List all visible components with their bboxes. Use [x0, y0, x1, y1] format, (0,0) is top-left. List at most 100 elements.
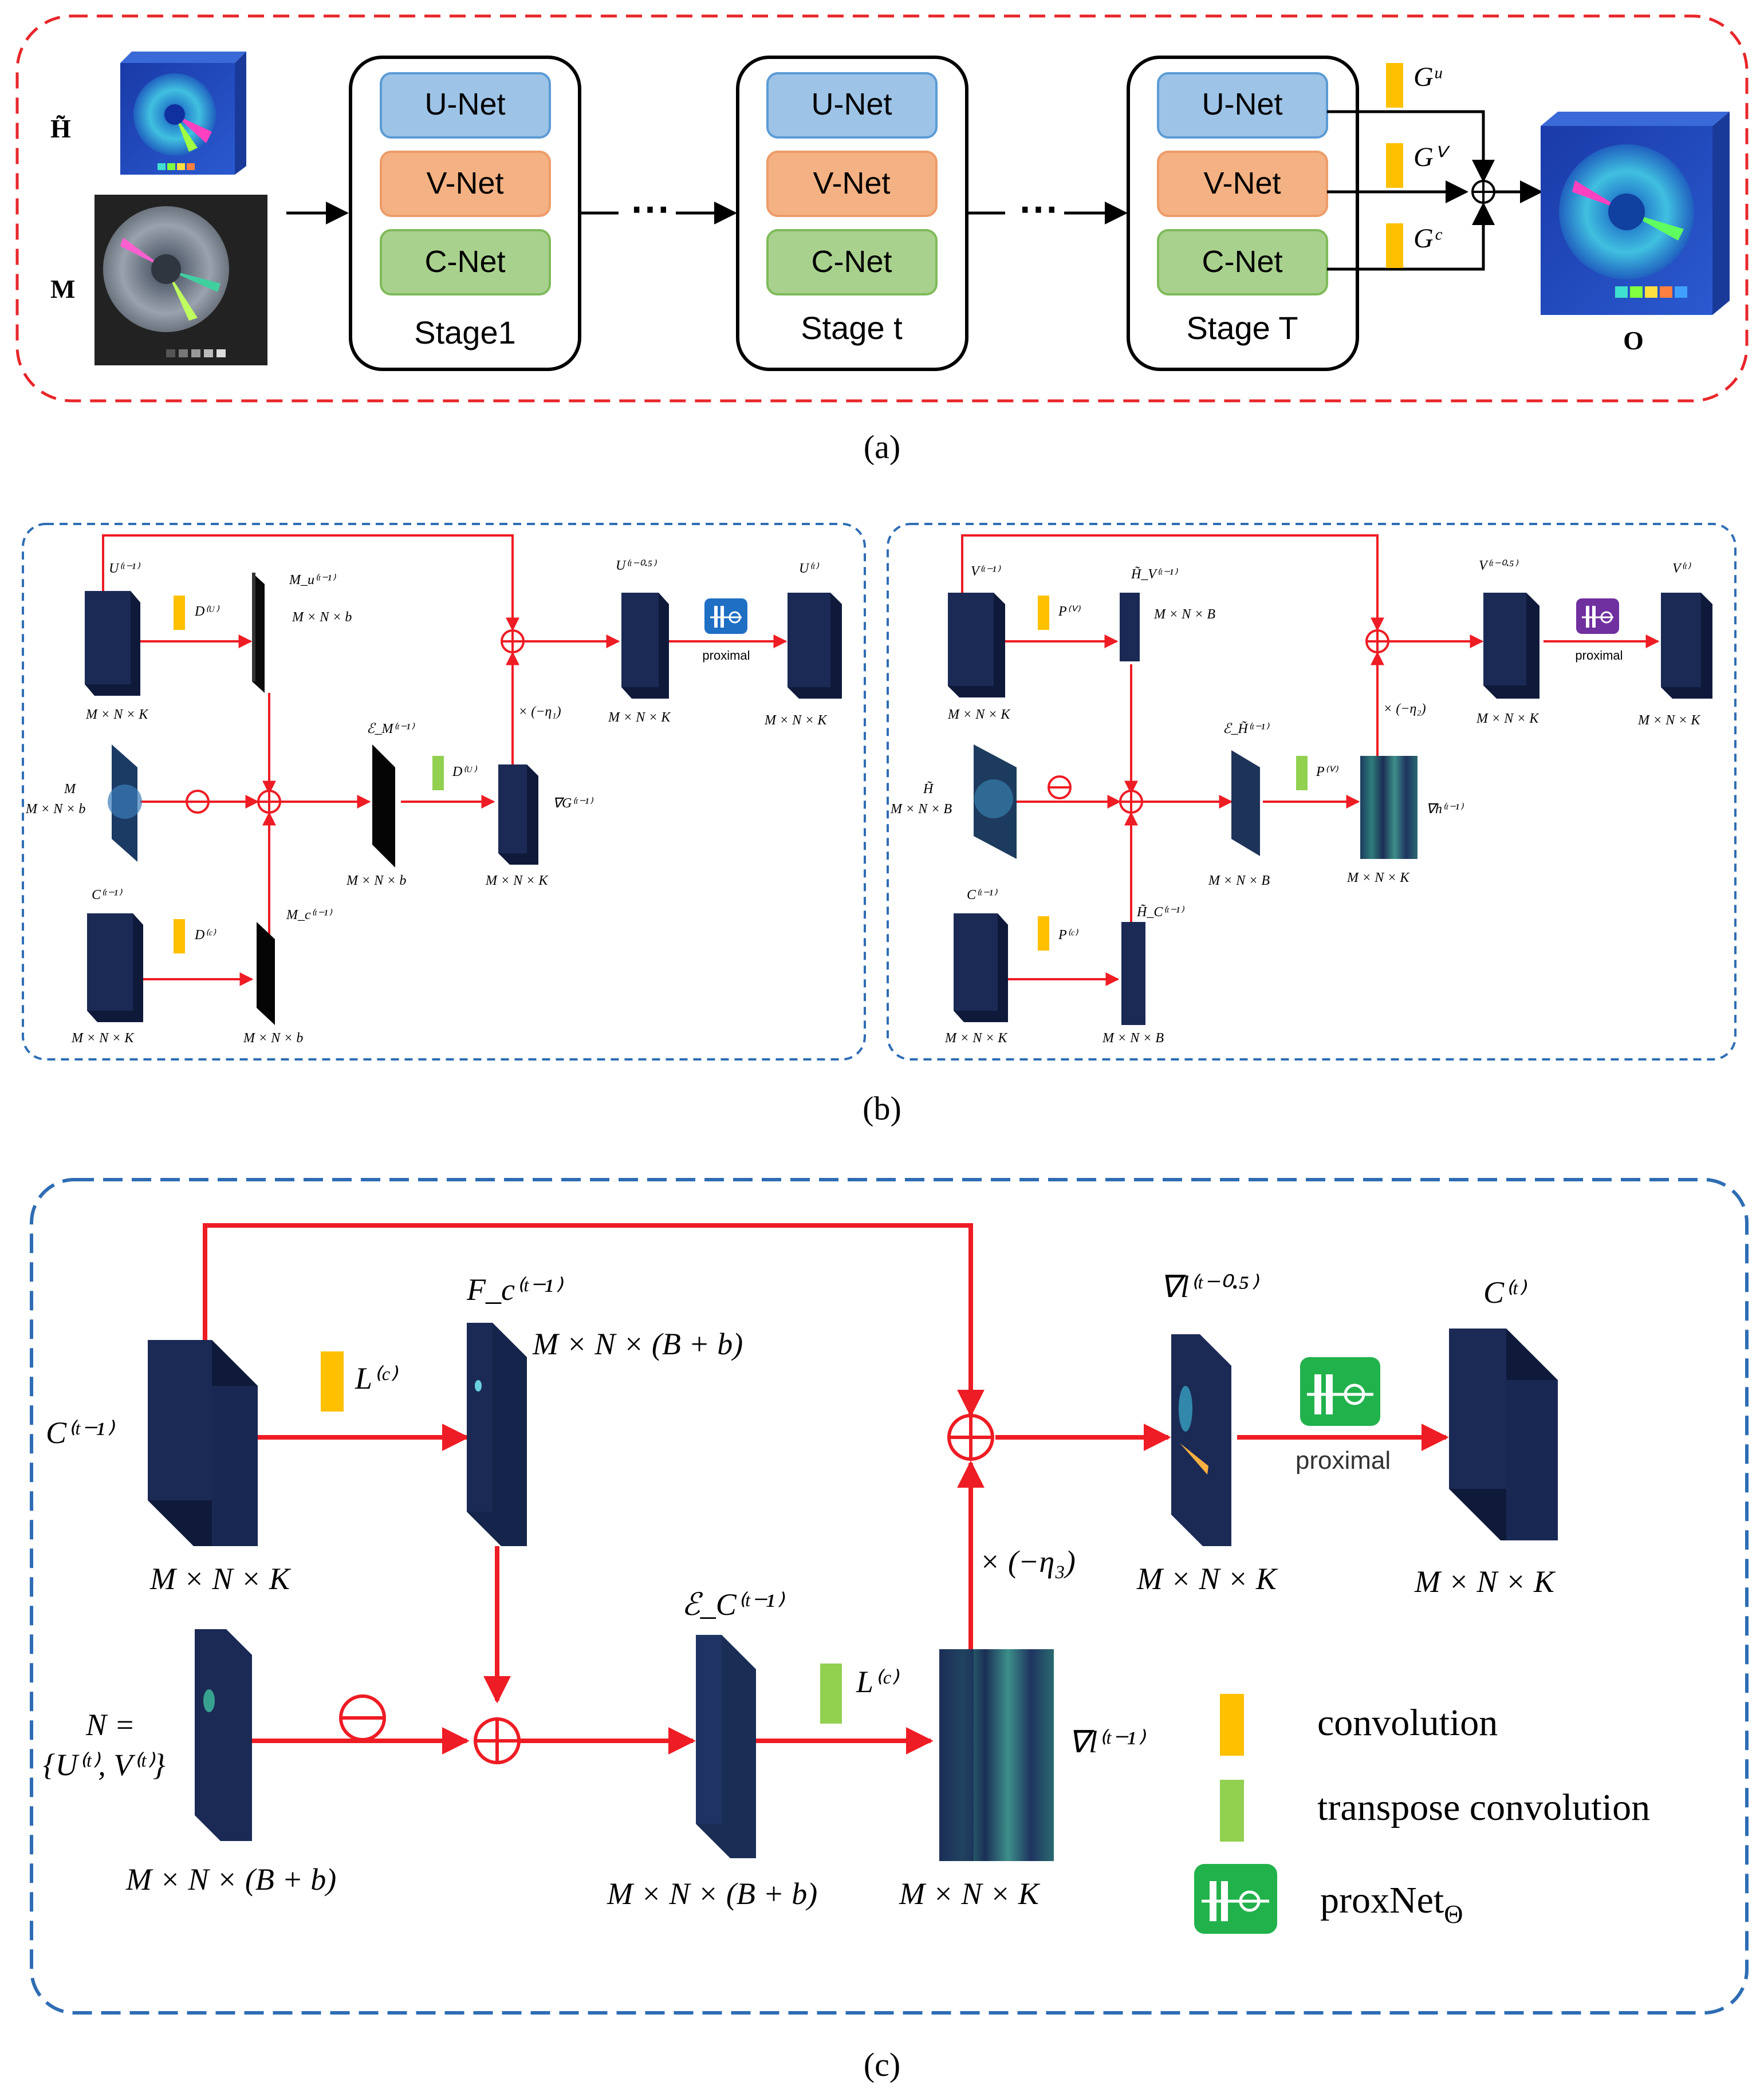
label-p-v: P⁽ⱽ⁾ — [1058, 604, 1081, 619]
map-h-v — [1120, 593, 1140, 661]
ellipsis-2: ⋯ — [1018, 186, 1058, 231]
label-l-c-t: L⁽ᶜ⁾ — [856, 1665, 899, 1699]
stage-1-vnet — [380, 151, 551, 217]
panel-c-labels: C⁽ᵗ⁻¹⁾ M × N × K L⁽ᶜ⁾ F_c⁽ᵗ⁻¹⁾ M × N × (… — [43, 1270, 1556, 1911]
label-eps-c: ℰ_C⁽ᵗ⁻¹⁾ — [682, 1587, 785, 1622]
panel-b-right-lines — [961, 534, 1660, 986]
cube-u-half — [621, 593, 669, 699]
gain-u-label: Gᵘ — [1413, 62, 1443, 92]
label-grad-g-dim: M × N × K — [485, 873, 549, 888]
stage-1-cnet-label: C-Net — [424, 245, 505, 279]
label-grad-h: ∇h⁽ᵗ⁻¹⁾ — [1426, 802, 1464, 817]
label-m-u-dim: M × N × b — [292, 610, 352, 625]
stage-1-vnet-label: V-Net — [426, 166, 503, 200]
panel-b-left-lines — [102, 534, 788, 986]
label-eps-m: ℰ_M⁽ᵗ⁻¹⁾ — [367, 722, 415, 736]
tconv-l-c — [820, 1664, 842, 1724]
label-v-t: V⁽ᵗ⁾ — [1672, 561, 1691, 576]
label-n-1: N = — [85, 1708, 135, 1742]
label-proximal-c: proximal — [1296, 1446, 1391, 1475]
label-grad-l-dim: M × N × K — [899, 1877, 1041, 1911]
label-eps-m-dim: M × N × b — [346, 873, 406, 888]
label-u-t-dim: M × N × K — [764, 713, 828, 728]
label-u-prev: U⁽ᵗ⁻¹⁾ — [109, 561, 140, 576]
label-n-2: {U⁽ᵗ⁾, V⁽ᵗ⁾} — [43, 1748, 166, 1782]
label-p-v-t: P⁽ⱽ⁾ — [1316, 764, 1338, 779]
conv-p-c — [1038, 916, 1049, 951]
label-eps-h: ℰ_H̃⁽ᵗ⁻¹⁾ — [1223, 721, 1270, 736]
legend-conv-swatch — [1220, 1694, 1244, 1756]
label-c-t: C⁽ᵗ⁾ — [1483, 1275, 1527, 1310]
cube-m-in — [108, 744, 142, 862]
cube-c-prev-b — [954, 913, 1008, 1022]
label-eta-1: × (−η₁) — [518, 704, 561, 719]
map-f-c — [467, 1323, 527, 1546]
cube-v-t — [1661, 593, 1712, 699]
label-c-prev-dim: M × N × K — [71, 1031, 135, 1046]
panel-c-lines — [203, 1223, 1449, 1755]
stage-1: U-Net V-Net C-Net Stage1 — [349, 56, 581, 371]
label-c-prev-b: C⁽ᵗ⁻¹⁾ — [967, 888, 998, 902]
legend-tconv-label: transpose convolution — [1317, 1787, 1650, 1828]
stage-T-unet-label: U-Net — [1202, 87, 1282, 121]
map-m-u — [252, 573, 265, 693]
panel-b: U⁽ᵗ⁻¹⁾ M × N × K D⁽ᵁ⁾ M_u⁽ᵗ⁻¹⁾ M × N × b… — [22, 523, 1737, 1061]
stage-T-vnet-label: V-Net — [1203, 166, 1281, 200]
cube-u-prev — [85, 591, 140, 696]
label-m-u: M_u⁽ᵗ⁻¹⁾ — [289, 573, 336, 588]
stage-t-unet-label: U-Net — [811, 87, 892, 121]
output-label: O — [1623, 326, 1644, 355]
stage-t-cnet — [766, 229, 938, 295]
fusion-lines — [1327, 110, 1543, 271]
label-proximal-b-left: proximal — [702, 648, 750, 663]
gain-v-conv — [1386, 143, 1403, 188]
caption-b: (b) — [863, 1090, 901, 1127]
label-grad-half-dim: M × N × K — [1136, 1562, 1278, 1596]
stage-T-vnet — [1157, 151, 1328, 217]
label-grad-h-dim: M × N × K — [1346, 870, 1410, 885]
label-m-in-dim: M × N × b — [25, 802, 85, 817]
input-m-image — [94, 195, 267, 365]
stage-t-name: Stage t — [801, 310, 903, 346]
label-u-prev-dim: M × N × K — [85, 707, 149, 722]
label-c-prev-b-dim: M × N × K — [944, 1031, 1008, 1046]
label-c-prev-c: C⁽ᵗ⁻¹⁾ — [46, 1416, 115, 1450]
map-eps-c — [696, 1635, 756, 1858]
cube-grad-l — [939, 1649, 1054, 1861]
stage-t-vnet — [766, 151, 938, 217]
label-d-c: D⁽ᶜ⁾ — [194, 928, 216, 943]
panel-b-left-ops — [186, 629, 525, 814]
label-h-in-dim: M × N × B — [890, 802, 952, 817]
cube-n — [195, 1629, 252, 1841]
legend-prox-label: proxNetΘ — [1320, 1879, 1463, 1929]
stage-t-unet — [766, 72, 938, 139]
label-grad-half: ∇l⁽ᵗ⁻⁰·⁵⁾ — [1160, 1270, 1259, 1304]
gain-c-conv — [1386, 223, 1403, 268]
label-h-v: H̃_V⁽ᵗ⁻¹⁾ — [1131, 566, 1178, 582]
ellipsis-1: ⋯ — [630, 186, 670, 231]
tconv-p-v — [1296, 756, 1308, 790]
panel-b-right-border — [887, 523, 1737, 1061]
label-d-u-t: D⁽ᵁ⁾ — [452, 764, 477, 779]
panel-b-right-ops — [1048, 629, 1389, 814]
caption-a: (a) — [864, 428, 900, 466]
stage-T-cnet — [1157, 229, 1328, 295]
label-m-in: M — [64, 782, 77, 797]
label-grad-l: ∇l⁽ᵗ⁻¹⁾ — [1068, 1725, 1146, 1759]
conv-d-c — [174, 919, 185, 953]
stage-t-cnet-label: C-Net — [811, 245, 892, 279]
label-l-c: L⁽ᶜ⁾ — [355, 1361, 398, 1396]
conv-l-c — [321, 1351, 344, 1412]
output-cube — [1541, 112, 1730, 315]
prox-icon-purple — [1576, 598, 1619, 634]
stage-T: U-Net V-Net C-Net Stage T — [1127, 56, 1359, 371]
stage-T-unet — [1157, 72, 1328, 139]
stage-t-vnet-label: V-Net — [813, 166, 890, 200]
panel-a: H̃ M — [15, 14, 1749, 403]
label-m-c: M_c⁽ᵗ⁻¹⁾ — [286, 908, 332, 923]
label-v-prev-dim: M × N × K — [947, 707, 1011, 722]
label-eta-3: × (−η₃) — [979, 1544, 1076, 1579]
stage-1-unet — [380, 72, 551, 139]
stage-1-cnet — [380, 229, 551, 295]
